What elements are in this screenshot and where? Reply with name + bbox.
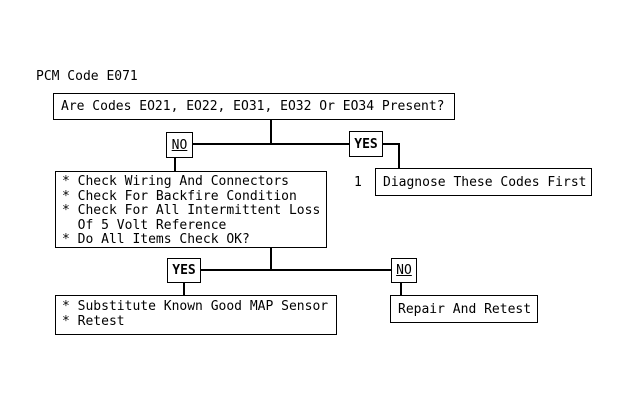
substitute-item: * Retest xyxy=(62,313,125,329)
checklist-box: * Check Wiring And Connectors * Check Fo… xyxy=(55,171,327,248)
branch1-no-label: NO xyxy=(171,137,188,153)
diagnose-text: Diagnose These Codes First xyxy=(383,174,587,190)
checklist-item: * Check Wiring And Connectors xyxy=(62,174,289,189)
checklist-item: * Check For All Intermittent Loss xyxy=(62,203,321,218)
branch2-no-label: NO xyxy=(396,263,412,278)
branch1-no-box: NO xyxy=(166,132,193,158)
branch2-no-box: NO xyxy=(391,258,417,283)
repair-text: Repair And Retest xyxy=(398,301,532,317)
connector-question-down xyxy=(270,120,272,145)
question-text: Are Codes EO21, EO22, EO31, EO32 Or EO34… xyxy=(61,99,445,114)
connector-branch2-horizontal xyxy=(200,269,392,271)
connector-yes1-down xyxy=(398,143,400,169)
connector-no1-down xyxy=(174,158,176,172)
branch1-yes-label: YES xyxy=(354,136,378,152)
connector-yes2-down xyxy=(183,283,185,295)
repair-box: Repair And Retest xyxy=(390,295,538,323)
step-number: 1 xyxy=(354,174,362,190)
checklist-item: * Check For Backfire Condition xyxy=(62,188,297,204)
page-title: PCM Code E071 xyxy=(36,69,138,84)
branch1-yes-box: YES xyxy=(349,131,383,157)
substitute-box: * Substitute Known Good MAP Sensor * Ret… xyxy=(55,295,337,335)
question-box: Are Codes EO21, EO22, EO31, EO32 Or EO34… xyxy=(53,93,455,120)
diagnose-box: Diagnose These Codes First xyxy=(375,168,592,196)
checklist-item: Of 5 Volt Reference xyxy=(62,217,227,233)
connector-checklist-down xyxy=(270,248,272,271)
branch2-yes-box: YES xyxy=(167,258,201,283)
connector-no2-down xyxy=(400,283,402,295)
branch2-yes-label: YES xyxy=(172,263,196,278)
checklist-item: * Do All Items Check OK? xyxy=(62,232,250,247)
connector-branch1-horizontal xyxy=(193,143,350,145)
connector-yes1-right xyxy=(383,143,400,145)
substitute-item: * Substitute Known Good MAP Sensor xyxy=(62,299,329,314)
